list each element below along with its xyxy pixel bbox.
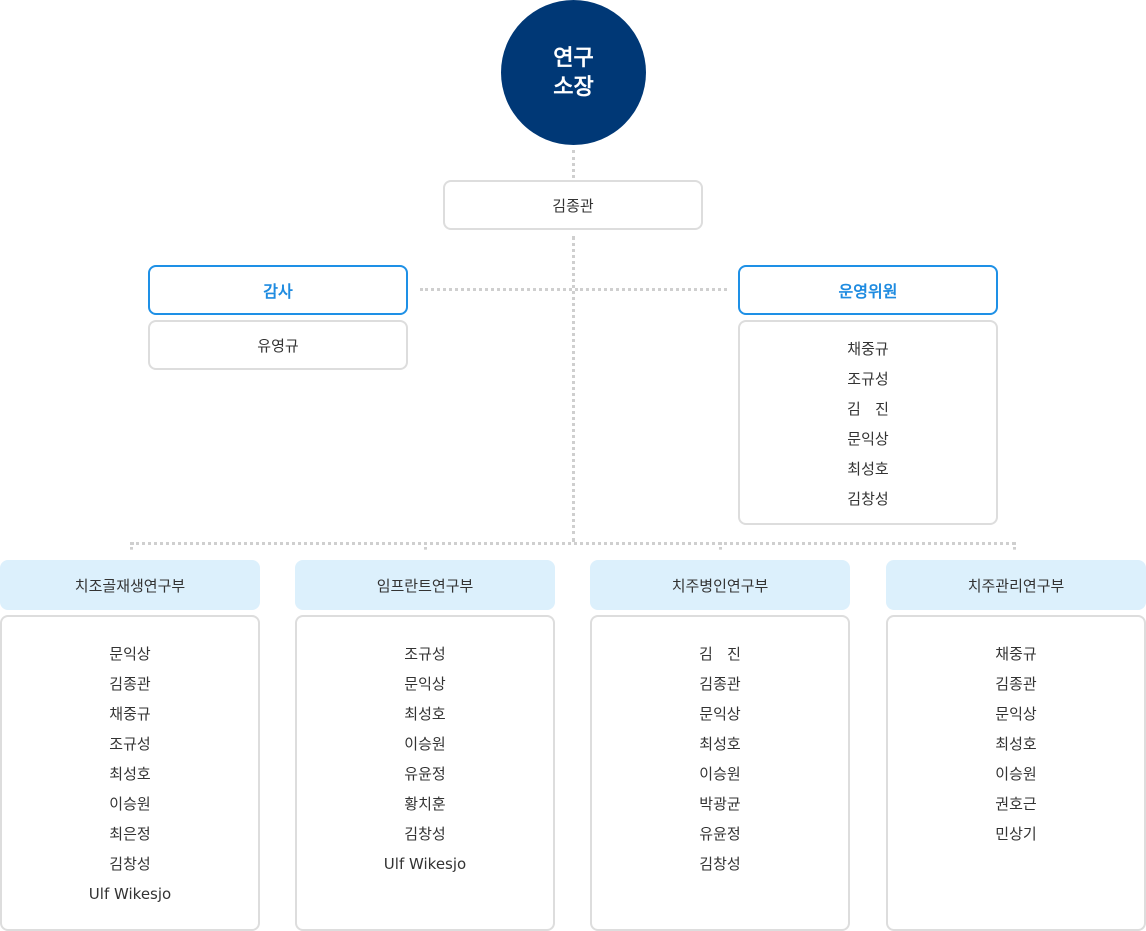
committee-member: 채중규 [847,340,889,358]
department-header-periodontal-care: 치주관리연구부 [886,560,1146,610]
department-member: 이승원 [404,735,446,753]
department-header-implant: 임프란트연구부 [295,560,555,610]
committee-members-box: 채중규 조규성 김 진 문익상 최성호 김창성 [738,320,998,525]
department-member: 김종관 [109,675,151,693]
committee-title-box: 운영위원 [738,265,998,315]
department-member: 권호근 [995,795,1037,813]
connector-dept-3 [719,542,722,550]
committee-member: 김 진 [847,400,889,418]
department-member: 박광균 [699,795,741,813]
department-member: 최성호 [109,765,151,783]
auditor-title-box: 감사 [148,265,408,315]
department-member: 김창성 [109,855,151,873]
department-name: 치주관리연구부 [967,576,1065,595]
connector-departments [131,542,1015,545]
committee-member: 문익상 [847,430,889,448]
department-member: 유윤정 [404,765,446,783]
department-members-implant: 조규성 문익상 최성호 이승원 유윤정 황치훈 김창성 Ulf Wikesjo [295,615,555,931]
connector-director [572,150,575,178]
department-members-bone-regeneration: 문익상 김종관 채중규 조규성 최성호 이승원 최은정 김창성 Ulf Wike… [0,615,260,931]
director-title-line2: 소장 [553,74,594,100]
department-member: 조규성 [109,735,151,753]
department-header-periodontal-pathogenesis: 치주병인연구부 [590,560,850,610]
department-member: 문익상 [995,705,1037,723]
department-member: 최성호 [699,735,741,753]
department-name: 치조골재생연구부 [74,576,186,595]
department-member: 이승원 [109,795,151,813]
department-member: 민상기 [995,825,1037,843]
department-members-periodontal-care: 채중규 김종관 문익상 최성호 이승원 권호근 민상기 [886,615,1146,931]
department-member: 문익상 [109,645,151,663]
connector-committee [575,288,727,291]
department-member: 문익상 [404,675,446,693]
connector-auditor [420,288,572,291]
department-member: 최성호 [404,705,446,723]
department-name: 치주병인연구부 [671,576,769,595]
department-member: Ulf Wikesjo [383,855,467,873]
connector-dept-1 [130,542,133,550]
director-name-box: 김종관 [443,180,703,230]
department-member: 김창성 [404,825,446,843]
department-member: 김 진 [699,645,741,663]
committee-title: 운영위원 [838,282,898,301]
director-title-line1: 연구 [553,45,594,71]
department-member: 이승원 [699,765,741,783]
department-name: 임프란트연구부 [376,576,474,595]
director-name: 김종관 [552,196,594,215]
auditor-members-box: 유영규 [148,320,408,370]
department-members-periodontal-pathogenesis: 김 진 김종관 문익상 최성호 이승원 박광균 유윤정 김창성 [590,615,850,931]
committee-member: 최성호 [847,460,889,478]
auditor-member: 유영규 [257,336,299,355]
department-header-bone-regeneration: 치조골재생연구부 [0,560,260,610]
department-member: 조규성 [404,645,446,663]
director-node: 연구 소장 [501,0,646,145]
department-member: 황치훈 [404,795,446,813]
auditor-title: 감사 [263,282,293,301]
committee-member: 김창성 [847,490,889,508]
department-member: 최성호 [995,735,1037,753]
connector-trunk [572,236,575,542]
department-member: Ulf Wikesjo [88,885,172,903]
department-member: 채중규 [109,705,151,723]
connector-dept-2 [424,542,427,550]
department-member: 김창성 [699,855,741,873]
connector-dept-4 [1013,542,1016,550]
department-member: 채중규 [995,645,1037,663]
department-member: 이승원 [995,765,1037,783]
department-member: 김종관 [995,675,1037,693]
department-member: 유윤정 [699,825,741,843]
committee-member: 조규성 [847,370,889,388]
department-member: 최은정 [109,825,151,843]
department-member: 김종관 [699,675,741,693]
department-member: 문익상 [699,705,741,723]
